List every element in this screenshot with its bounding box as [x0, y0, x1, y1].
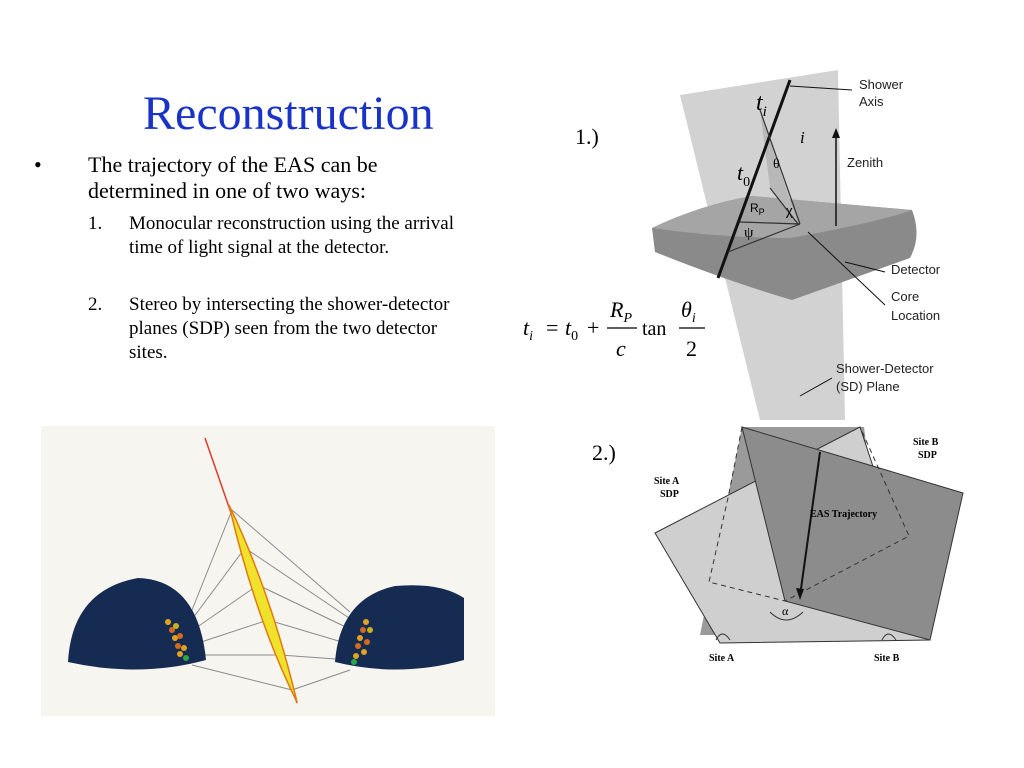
leader-detector	[844, 261, 886, 273]
core-label-2: Location	[891, 308, 940, 323]
formula-two: 2	[686, 336, 697, 360]
site-a-label: Site A	[709, 653, 735, 664]
shower-ellipse	[228, 504, 298, 703]
i-label: i	[800, 128, 805, 147]
theta-label: θ	[773, 157, 780, 172]
detector-label: Detector	[891, 262, 941, 277]
figure-label-1: 1.)	[575, 124, 599, 149]
stereo-sdp-diagram: Site A SDP Site B SDP EAS Trajectory α S…	[654, 426, 964, 664]
left-pixel-track	[165, 619, 189, 661]
site-a-sdp-label-2: SDP	[660, 489, 679, 500]
formula-plus: +	[587, 315, 599, 340]
alpha-arc	[769, 611, 804, 621]
list-item-2: Stereo by intersecting the shower-detect…	[129, 294, 450, 363]
shower-geometry-diagram: ti i t0 θ χ ψ RP Shower Axis Zenith Dete…	[652, 70, 941, 420]
leader-shower-axis	[789, 85, 853, 91]
formula-rp: RP	[609, 297, 632, 326]
bullet-symbol: •	[34, 152, 42, 177]
eas-trajectory-label: EAS Trajectory	[810, 509, 877, 520]
shower-axis-label: Shower	[859, 77, 904, 92]
rp-line	[739, 221, 801, 225]
t0-label: t0	[737, 160, 750, 190]
sd-plane-label: Shower-Detector	[836, 361, 934, 376]
ground-line	[727, 223, 801, 253]
slide-title: Reconstruction	[143, 87, 434, 140]
eas-trajectory-arrowhead	[796, 588, 804, 600]
theta-wedge	[760, 110, 798, 222]
site-b-sdp-label: Site B	[913, 437, 939, 448]
figure-label-2: 2.)	[592, 440, 616, 465]
site-a-marker	[715, 633, 731, 641]
list-number-2: 2.	[88, 294, 103, 315]
stereo-detector-illustration	[41, 426, 495, 716]
site-b-marker	[881, 633, 897, 641]
zenith-label: Zenith	[847, 155, 883, 170]
site-b-label: Site B	[874, 653, 900, 664]
list-item-1: Monocular reconstruction using the arriv…	[129, 213, 455, 258]
line-ti	[759, 109, 801, 225]
formula-ti: ti	[523, 315, 533, 344]
shower-axis-label-2: Axis	[859, 94, 884, 109]
sd-plane-label-2: (SD) Plane	[836, 379, 900, 394]
formula-t0: t0	[565, 315, 578, 344]
leader-core	[807, 231, 886, 306]
eas-trajectory-line	[799, 451, 821, 597]
formula-eq: =	[546, 315, 558, 340]
illustration-background	[41, 426, 495, 716]
psi-label: ψ	[744, 225, 754, 241]
bullet-text: The trajectory of the EAS can be determi…	[88, 152, 378, 203]
site-b-sdp-label-2: SDP	[918, 450, 937, 461]
right-pixel-track	[351, 619, 373, 665]
timing-formula: ti = t0 + RP c tan θi 2	[523, 297, 705, 360]
left-mirror-dome	[68, 578, 206, 670]
formula-tan: tan	[642, 318, 666, 340]
zenith-arrowhead	[832, 128, 840, 138]
alpha-label: α	[782, 604, 789, 618]
right-mirror-dome	[335, 585, 464, 670]
ti-label: ti	[756, 90, 767, 120]
rp-label: RP	[750, 201, 765, 217]
line-t0	[769, 187, 799, 225]
list-number-1: 1.	[88, 213, 103, 234]
leader-sd-plane	[799, 377, 833, 397]
formula-c: c	[616, 336, 626, 360]
shower-axis-line	[716, 79, 792, 279]
ground-top	[652, 196, 912, 238]
chi-label: χ	[785, 203, 793, 219]
site-b-sdp-plane	[741, 426, 964, 641]
site-a-sdp-label: Site A	[654, 476, 680, 487]
core-label: Core	[891, 289, 919, 304]
formula-theta: θi	[681, 297, 696, 326]
plane-hidden-edges	[708, 426, 910, 602]
